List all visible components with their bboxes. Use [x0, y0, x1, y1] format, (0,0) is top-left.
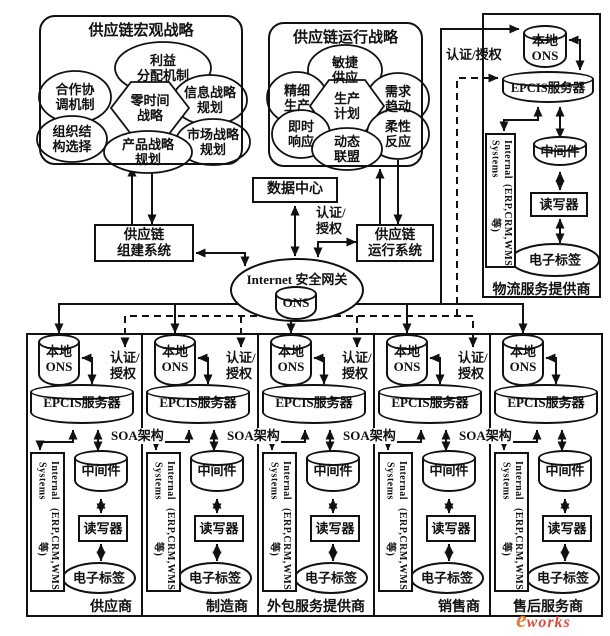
auth-label-middle: 认证/授权: [316, 205, 346, 236]
soa-label: SOA架构: [458, 428, 513, 444]
logistics-provider-box: [482, 13, 601, 298]
logistics-epcis-server-cylinder: EPCIS服务器: [502, 71, 594, 103]
reader-box: 读写器: [542, 515, 592, 542]
bubble-zero-time: 零时间战略: [130, 92, 170, 123]
internal-systems-box: Internal Systems(ERP,CRM,WMS等): [146, 452, 181, 592]
bubble-flexible-reaction: 柔性反应: [384, 118, 412, 149]
column-divider: [489, 335, 491, 615]
bubble-production-plan: 生产计划: [333, 90, 361, 121]
reader-box: 读写器: [310, 515, 360, 542]
middleware-cylinder: 中间件: [306, 450, 360, 492]
auth-label: 认证/授权: [342, 350, 372, 381]
eworks-logo-e: e: [516, 607, 527, 633]
chain-build-system-box: 供应链组建系统: [94, 224, 194, 262]
epcis-server-cylinder: EPCIS服务器: [262, 384, 366, 424]
middleware-cylinder: 中间件: [538, 450, 592, 492]
soa-label: SOA架构: [110, 428, 165, 444]
gateway-ons-cylinder: ONS: [275, 286, 317, 320]
chain-run-system-box: 供应链运行系统: [356, 224, 434, 262]
partners-frame: [26, 333, 603, 617]
epcis-server-cylinder: EPCIS服务器: [378, 384, 482, 424]
internal-systems-box: Internal Systems(ERP,CRM,WMS等): [30, 452, 65, 592]
tag-label: 电子标签: [536, 570, 590, 586]
partner-label: 制造商: [206, 600, 248, 615]
soa-label: SOA架构: [226, 428, 281, 444]
column-divider: [141, 335, 143, 615]
logistics-middleware-cylinder: 中间件: [533, 136, 587, 166]
operation-strategy-title: 供应链运行战略: [292, 30, 398, 46]
column-divider: [373, 335, 375, 615]
bubble-dynamic-alliance: 动态联盟: [333, 133, 361, 164]
epcis-server-cylinder: EPCIS服务器: [146, 384, 250, 424]
auth-label: 认证/授权: [226, 350, 256, 381]
tag-label: 电子标签: [420, 570, 474, 586]
middleware-cylinder: 中间件: [190, 450, 244, 492]
bubble-demand-driven: 需求趋动: [384, 83, 412, 114]
column-divider: [257, 335, 259, 615]
bubble-profit-allocation: 利益分配机制: [136, 52, 190, 83]
bubble-market-strategy: 市场战略规划: [186, 126, 240, 157]
eworks-watermark: eworks: [516, 607, 571, 633]
auth-label-logistics: 认证/授权: [446, 47, 502, 62]
partner-label: 销售商: [438, 600, 480, 615]
reader-box: 读写器: [194, 515, 244, 542]
internal-systems-box: Internal Systems(ERP,CRM,WMS等): [494, 452, 529, 592]
logistics-provider-label: 物流服务提供商: [492, 283, 591, 298]
logistics-internal-systems-box: Internal Systems(ERP,CRM,WMS等): [485, 133, 516, 268]
operation-strategy-bubbles: [266, 44, 430, 171]
tag-label: 电子标签: [72, 570, 126, 586]
epcis-server-cylinder: EPCIS服务器: [30, 384, 134, 424]
internet-gateway-label: Internet 安全网关: [246, 272, 348, 287]
bubble-lean-production: 精细生产: [283, 82, 311, 113]
logistics-reader-box: 读写器: [530, 192, 588, 217]
partner-label: 供应商: [90, 600, 132, 615]
macro-strategy-title: 供应链宏观战略: [88, 23, 194, 39]
bubble-info-strategy: 信息战略规划: [183, 84, 237, 115]
macro-strategy-box: [39, 15, 243, 165]
partner-label: 外包服务提供商: [267, 600, 365, 615]
epcis-server-cylinder: EPCIS服务器: [494, 384, 598, 424]
internal-systems-box: Internal Systems(ERP,CRM,WMS等): [262, 452, 297, 592]
bubble-cooperation: 合作协调机制: [55, 81, 95, 112]
bubble-product-strategy: 产品战略规划: [121, 136, 175, 167]
operation-strategy-box: [268, 22, 423, 167]
bubble-instant-response: 即时响应: [287, 118, 315, 149]
auth-label: 认证/授权: [110, 350, 140, 381]
partner-label: 售后服务商: [513, 600, 583, 615]
tag-label: 电子标签: [304, 570, 358, 586]
middleware-cylinder: 中间件: [74, 450, 128, 492]
soa-label: SOA架构: [342, 428, 397, 444]
data-center-box: 数据中心: [252, 177, 338, 203]
bubble-org-structure: 组织结构选择: [52, 123, 92, 154]
bubble-agile-supply: 敏捷供应: [331, 54, 359, 85]
middleware-cylinder: 中间件: [422, 450, 476, 492]
auth-label: 认证/授权: [458, 350, 488, 381]
logistics-tag-label: 电子标签: [528, 252, 582, 268]
reader-box: 读写器: [426, 515, 476, 542]
reader-box: 读写器: [78, 515, 128, 542]
tag-label: 电子标签: [188, 570, 242, 586]
internal-systems-box: Internal Systems(ERP,CRM,WMS等): [378, 452, 413, 592]
